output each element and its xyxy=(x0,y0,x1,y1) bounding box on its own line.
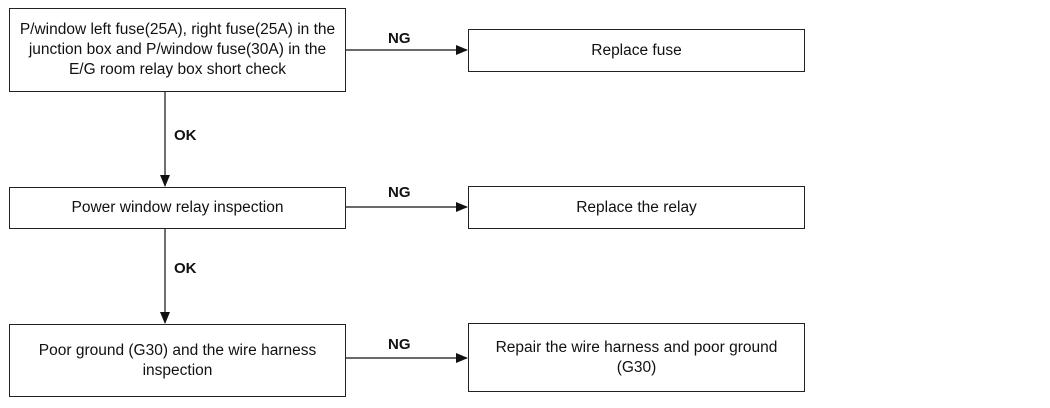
check-text-ground: Poor ground (G30) and the wire harness i… xyxy=(38,341,317,379)
action-box-replace-fuse: Replace fuse xyxy=(468,29,805,72)
action-text-repair-harness: Repair the wire harness and poor ground … xyxy=(495,338,778,376)
check-text-fuse: P/window left fuse(25A), right fuse(25A)… xyxy=(19,21,336,78)
action-box-repair-harness: Repair the wire harness and poor ground … xyxy=(468,323,805,392)
action-text-replace-fuse: Replace fuse xyxy=(591,41,682,59)
action-text-replace-relay: Replace the relay xyxy=(576,198,697,216)
ng-label-3: NG xyxy=(388,336,411,353)
check-box-relay: Power window relay inspection xyxy=(9,187,346,229)
check-text-relay: Power window relay inspection xyxy=(71,199,284,216)
action-box-replace-relay: Replace the relay xyxy=(468,186,805,229)
check-box-ground: Poor ground (G30) and the wire harness i… xyxy=(9,324,346,397)
ok-label-2: OK xyxy=(174,260,197,277)
check-box-fuse: P/window left fuse(25A), right fuse(25A)… xyxy=(9,8,346,92)
ok-label-1: OK xyxy=(174,127,197,144)
ng-label-1: NG xyxy=(388,30,411,47)
ng-label-2: NG xyxy=(388,184,411,201)
